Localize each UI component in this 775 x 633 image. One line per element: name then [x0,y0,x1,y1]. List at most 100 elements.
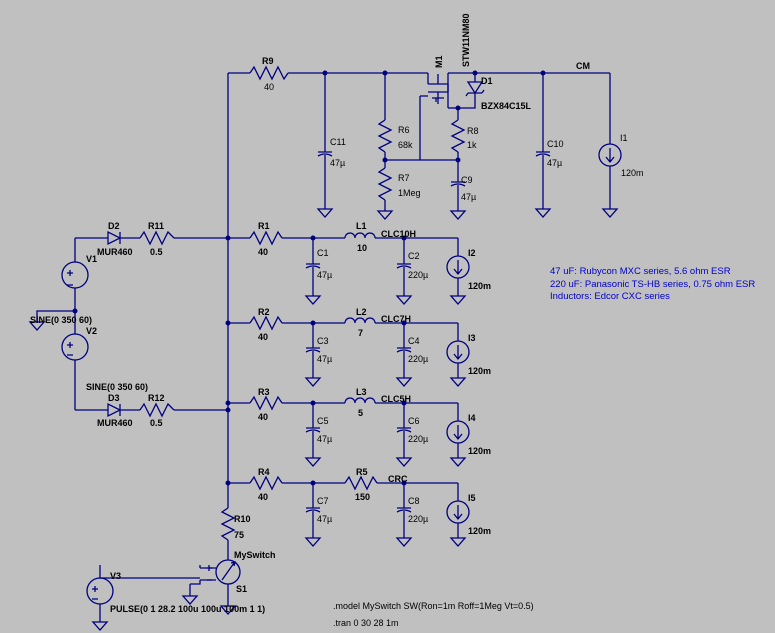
note-capacitor-47u: 47 uF: Rubycon MXC series, 5.6 ohm ESR [550,266,731,277]
value-i3: 120m [468,366,491,376]
note-inductors: Inductors: Edcor CXC series [550,291,670,302]
label-r2: R2 [258,307,270,317]
label-c7: C7 [317,496,329,506]
inductor-l1 [344,232,376,239]
net-cm: CM [576,61,590,71]
label-r10: R10 [234,514,251,524]
label-r5: R5 [356,467,368,477]
label-r8: R8 [467,126,479,136]
label-i5: I5 [468,493,476,503]
model-directive: .model MySwitch SW(Ron=1m Roff=1Meg Vt=0… [333,601,534,611]
resistor-r10 [220,507,236,541]
label-c10: C10 [547,139,564,149]
label-c4: C4 [408,336,420,346]
zener-d1 [458,73,485,109]
value-r10: 75 [234,530,244,540]
value-c7: 47µ [317,514,332,524]
value-d3: MUR460 [97,418,133,428]
label-l1: L1 [356,221,367,231]
branch-3 [225,395,470,467]
top-rail [227,65,622,485]
value-m1: STW11NM80 [461,13,471,67]
net-clc5h: CLC5H [381,394,411,404]
value-c2: 220µ [408,270,428,280]
label-m1: M1 [434,55,444,68]
label-l2: L2 [356,307,367,317]
value-l1: 10 [357,243,367,253]
value-v1: SINE(0 350 60) [30,315,92,325]
diode-d2 [107,230,122,246]
value-r5: 150 [355,492,370,502]
label-d2: D2 [108,221,120,231]
label-c1: C1 [317,248,329,258]
value-i4: 120m [468,446,491,456]
value-i2: 120m [468,281,491,291]
tran-directive: .tran 0 30 28 1m [333,618,399,628]
label-c5: C5 [317,416,329,426]
component-labels: R9 40 C11 47µ R6 68k R7 1Meg R8 1k C9 47… [30,13,644,614]
resistor-r8 [450,119,466,153]
value-s1: MySwitch [234,550,276,560]
label-r1: R1 [258,221,270,231]
value-l3: 5 [358,408,363,418]
label-c11: C11 [330,137,346,147]
value-r8: 1k [467,140,477,150]
label-r4: R4 [258,467,270,477]
value-c1: 47µ [317,270,332,280]
label-r6: R6 [398,125,410,135]
branch-1 [228,230,470,305]
label-i3: I3 [468,333,476,343]
value-c11: 47µ [330,158,345,168]
value-r1: 40 [258,247,268,257]
label-l3: L3 [356,387,367,397]
net-crc: CRC [388,474,408,484]
value-v2: SINE(0 350 60) [86,382,148,392]
label-r9: R9 [262,56,274,66]
value-c4: 220µ [408,354,428,364]
mosfet-m1 [427,73,449,104]
net-clc10h: CLC10H [381,229,416,239]
label-d3: D3 [108,393,120,403]
label-v2: V2 [86,326,97,336]
label-v3: V3 [110,571,121,581]
label-c6: C6 [408,416,420,426]
label-r11: R11 [148,221,164,231]
value-l2: 7 [358,328,363,338]
value-r12: 0.5 [150,418,163,428]
diode-d3 [107,402,122,418]
value-r6: 68k [398,140,413,150]
value-c3: 47µ [317,354,332,364]
resistor-r7 [377,167,393,201]
value-c6: 220µ [408,434,428,444]
label-r7: R7 [398,173,410,183]
value-c10: 47µ [547,158,562,168]
inductor-l3 [344,397,376,404]
label-v1: V1 [86,254,97,264]
sources-left [29,230,231,418]
switch-section [86,485,241,631]
resistor-r12 [139,402,175,418]
spice-notes: 47 uF: Rubycon MXC series, 5.6 ohm ESR 2… [333,266,755,628]
value-c5: 47µ [317,434,332,444]
value-v3: PULSE(0 1 28.2 100u 100u 100m 1 1) [110,604,265,614]
value-d2: MUR460 [97,247,133,257]
label-s1: S1 [236,584,247,594]
label-r12: R12 [148,393,165,403]
label-d1: D1 [481,76,493,86]
net-clc7h: CLC7H [381,314,411,324]
value-r7: 1Meg [398,188,421,198]
resistor-r5 [344,475,378,491]
branch-2 [225,315,470,387]
value-c9: 47µ [461,192,476,202]
note-capacitor-220u: 220 uF: Panasonic TS-HB series, 0.75 ohm… [550,279,755,290]
label-c3: C3 [317,336,329,346]
label-i1: I1 [620,133,628,143]
value-r4: 40 [258,492,268,502]
value-r9: 40 [264,82,274,92]
label-r3: R3 [258,387,270,397]
value-i1: 120m [621,168,644,178]
label-c2: C2 [408,251,420,261]
resistor-r11 [139,230,175,246]
branch-4 [225,475,470,547]
